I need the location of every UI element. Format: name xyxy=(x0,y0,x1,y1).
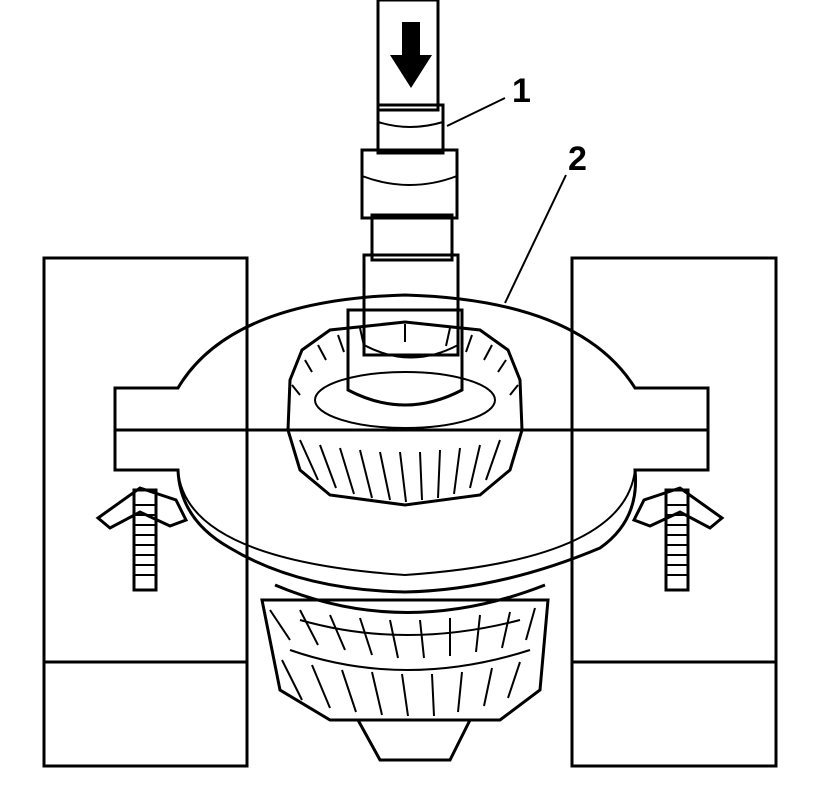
upper-helical-gear xyxy=(286,320,524,507)
transmission-case-plate xyxy=(113,293,710,594)
press-ram xyxy=(376,0,440,112)
left-support-block xyxy=(42,256,249,768)
callout-2-leader xyxy=(504,174,567,304)
callout-1-label: 1 xyxy=(512,72,531,110)
right-support-block xyxy=(570,256,778,768)
lower-gear-cluster xyxy=(260,583,550,762)
press-direction-arrow-icon xyxy=(390,22,432,88)
callout-2-label: 2 xyxy=(568,140,587,178)
main-shaft xyxy=(346,103,464,407)
callout-1-leader xyxy=(446,97,506,127)
left-mounting-bolt xyxy=(95,486,189,592)
right-mounting-bolt xyxy=(631,486,725,592)
